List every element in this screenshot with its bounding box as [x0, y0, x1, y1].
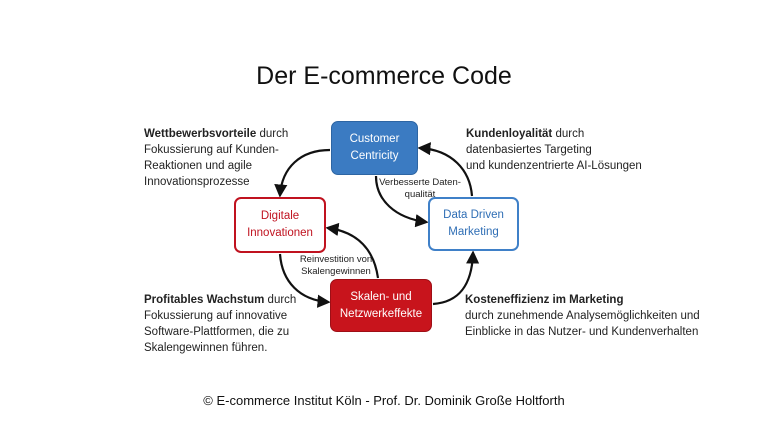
note-kosteneffizienz-text: durch zunehmende Analysemöglichkeiten un… — [465, 310, 700, 338]
box-skalen-netzwerkeffekte: Skalen- und Netzwerkeffekte — [330, 279, 432, 332]
note-kosteneffizienz: Kosteneffizienz im Marketing durch zuneh… — [465, 292, 700, 340]
arrow-data-to-customer — [417, 142, 474, 197]
note-wettbewerbsvorteile: Wettbewerbsvorteile durch Fokussierung a… — [144, 126, 288, 190]
box-digitale-innovationen: Digitale Innovationen — [234, 197, 326, 253]
note-wettbewerbsvorteile-bold: Wettbewerbsvorteile — [144, 128, 257, 140]
label-reinvestition: Reinvestition von Skalengewinnen — [299, 254, 373, 277]
note-profitables-wachstum-text: durch Fokussierung auf innovative Softwa… — [144, 294, 297, 354]
arrow-digital-to-skalen — [278, 253, 331, 308]
note-kundenloyalitaet-bold: Kundenloyalität — [466, 128, 553, 140]
note-wettbewerbsvorteile-text: durch Fokussierung auf Kunden- Reaktione… — [144, 128, 289, 188]
footer-copyright: © E-commerce Institut Köln - Prof. Dr. D… — [203, 393, 565, 408]
note-kundenloyalitaet: Kundenloyalität durch datenbasiertes Tar… — [466, 126, 642, 174]
arrow-customer-to-data-inner — [374, 175, 429, 228]
note-profitables-wachstum: Profitables Wachstum durch Fokussierung … — [144, 292, 296, 356]
note-kosteneffizienz-bold: Kosteneffizienz im Marketing — [465, 294, 624, 306]
box-customer-centricity: Customer Centricity — [331, 121, 418, 175]
arrow-customer-to-digital — [274, 148, 331, 198]
note-profitables-wachstum-bold: Profitables Wachstum — [144, 294, 265, 306]
page-title: Der E-commerce Code — [256, 62, 512, 90]
label-datenqualitaet: Verbesserte Daten- qualität — [379, 177, 461, 200]
arrow-skalen-to-data — [432, 250, 480, 306]
box-data-driven-marketing: Data Driven Marketing — [428, 197, 519, 251]
arrow-skalen-to-digital-inner — [325, 222, 380, 279]
note-kundenloyalitaet-text: durch datenbasiertes Targeting und kunde… — [466, 128, 642, 172]
